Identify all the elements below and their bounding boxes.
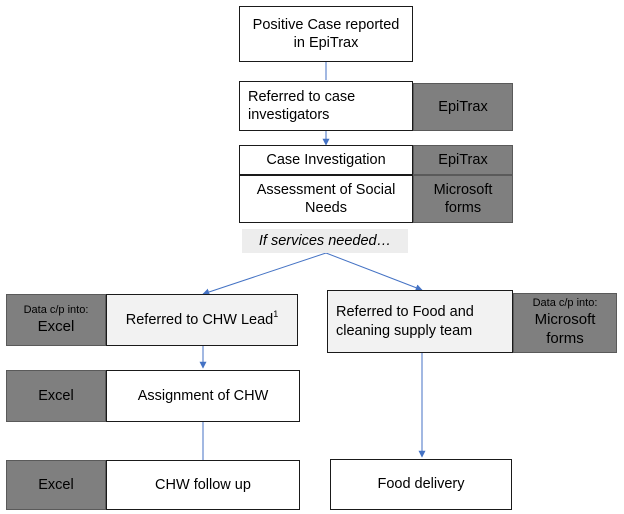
tool-badge-epitrax-investigation: EpiTrax [413,145,513,175]
node-referred-investigators-label: Referred to case investigators [248,88,356,123]
tool-badge-label: Excel [38,387,74,404]
tool-badge-label: Excel [37,317,75,335]
tool-badge-excel-chw-lead: Data c/p into: Excel [6,294,106,346]
arrow-split-to-food-team [325,252,423,292]
node-chw-followup-label: CHW follow up [155,476,251,493]
node-case-investigation: Case Investigation [239,145,413,175]
tool-badge-excel-assignment: Excel [6,370,106,422]
tool-badge-label: Excel [38,476,74,493]
node-referred-investigators: Referred to case investigators [239,81,413,131]
tool-badge-epitrax-referral: EpiTrax [413,83,513,131]
footnote-marker: 1 [273,309,279,319]
node-assessment-label: Assessment of Social Needs [256,181,396,216]
tool-badge-label: EpiTrax [438,151,488,168]
node-food-team: Referred to Food and cleaning supply tea… [327,290,513,353]
arrow-split-to-chw-lead [202,252,327,296]
node-positive-case: Positive Case reported in EpiTrax [239,6,413,62]
node-positive-case-label: Positive Case reported in EpiTrax [252,16,400,51]
node-food-delivery: Food delivery [330,459,512,510]
tool-badge-note: Data c/p into: [23,303,89,316]
node-chw-followup: CHW follow up [106,460,300,510]
node-chw-lead-label: Referred to CHW Lead [125,311,274,328]
node-food-delivery-label: Food delivery [377,476,465,493]
tool-badge-label: Microsoft forms [433,181,493,216]
tool-badge-label: Microsoft forms [534,311,596,347]
tool-badge-microsoft-forms-assessment: Microsoft forms [413,175,513,223]
node-assignment-chw-label: Assignment of CHW [137,387,269,404]
node-food-team-label: Referred to Food and cleaning supply tea… [336,304,474,339]
tool-badge-microsoft-forms-food: Data c/p into: Microsoft forms [513,293,617,353]
tool-badge-note: Data c/p into: [532,297,598,310]
tool-badge-label: EpiTrax [438,98,488,115]
node-case-investigation-label: Case Investigation [266,151,386,168]
node-assessment-social-needs: Assessment of Social Needs [239,175,413,223]
condition-label-text: If services needed… [258,232,392,249]
condition-label: If services needed… [242,229,408,253]
node-assignment-chw: Assignment of CHW [106,370,300,422]
tool-badge-excel-followup: Excel [6,460,106,510]
